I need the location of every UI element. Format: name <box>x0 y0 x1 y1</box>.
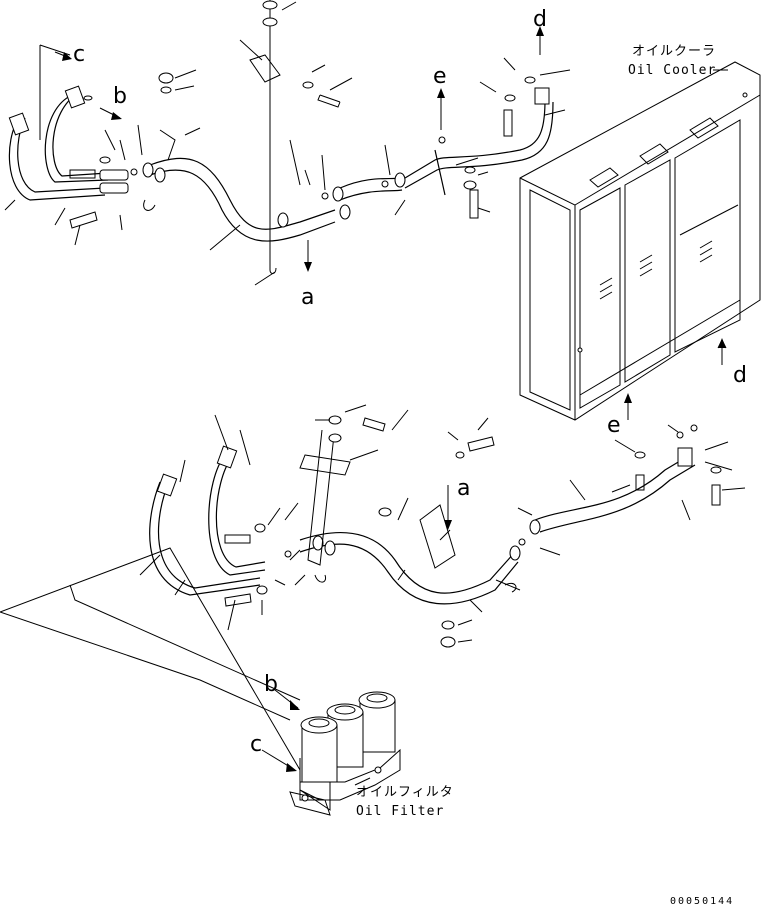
top-hose-assembly <box>4 0 571 286</box>
filter-callout-arrows <box>261 689 300 772</box>
callout-a-mid: a <box>457 476 470 501</box>
cooler-callout-arrows <box>624 338 727 420</box>
callout-b-bottom: b <box>264 672 278 697</box>
callout-c-top: c <box>73 42 85 67</box>
callout-d-top: d <box>533 7 547 32</box>
callout-b-top: b <box>113 84 127 109</box>
callout-d-right: d <box>733 363 747 388</box>
top-callout-arrows <box>54 26 544 272</box>
oil-cooler-label-en: Oil Cooler <box>628 63 716 78</box>
oil-filter <box>0 547 401 816</box>
oil-cooler-label-jp: オイルクーラ <box>632 44 716 59</box>
oil-filter-label-jp: オイルフィルタ <box>356 785 454 800</box>
callout-a-top: a <box>301 285 314 310</box>
oil-cooler <box>519 61 761 421</box>
drawing-number: 00050144 <box>670 896 734 907</box>
lower-hose-assembly <box>139 404 746 648</box>
callout-e-top: e <box>433 64 447 89</box>
callout-c-bottom: c <box>250 732 262 757</box>
callout-e-mid: e <box>607 413 621 438</box>
oil-filter-label-en: Oil Filter <box>356 804 444 819</box>
